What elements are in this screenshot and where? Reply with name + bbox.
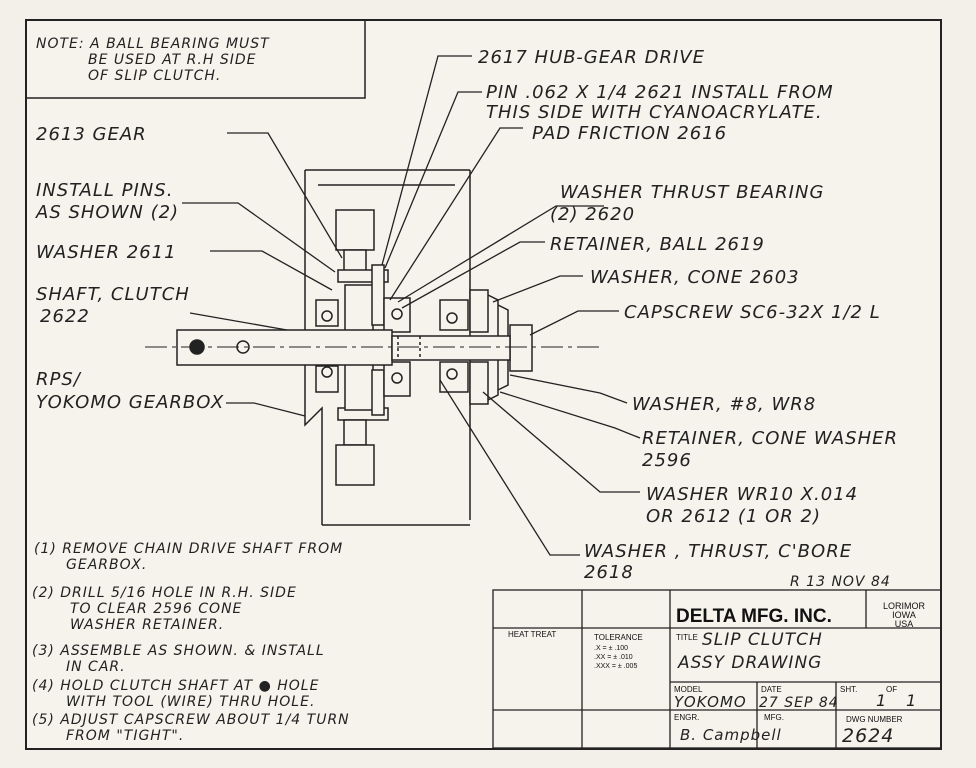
label-install-pins-2: AS SHOWN (2) xyxy=(35,202,179,223)
step-4-line-1: (4) HOLD CLUTCH SHAFT AT ● HOLE xyxy=(32,678,319,694)
note-line-2: BE USED AT R.H SIDE xyxy=(88,52,256,68)
location-line-3: USA xyxy=(895,619,914,629)
sheet-value: 1 xyxy=(876,691,887,710)
location-line-1: LORIMOR xyxy=(883,601,926,611)
date-label: DATE xyxy=(761,685,782,694)
label-shaft-1: SHAFT, CLUTCH xyxy=(36,284,190,305)
tolerance-label: TOLERANCE xyxy=(594,633,643,642)
step-2-line-3: WASHER RETAINER. xyxy=(70,617,224,633)
step-1-line-1: (1) REMOVE CHAIN DRIVE SHAFT FROM xyxy=(34,541,343,557)
mfg-label: MFG. xyxy=(764,713,784,722)
step-3-line-2: IN CAR. xyxy=(66,659,126,675)
step-4-line-2: WITH TOOL (WIRE) THRU HOLE. xyxy=(66,694,315,710)
step-1-line-2: GEARBOX. xyxy=(66,557,147,573)
location-line-2: IOWA xyxy=(892,610,916,620)
title-label: TITLE xyxy=(676,633,698,642)
label-retainer-ball: RETAINER, BALL 2619 xyxy=(550,234,765,255)
label-rps-2: YOKOMO GEARBOX xyxy=(36,392,224,413)
date-value: 27 SEP 84 xyxy=(759,695,839,711)
clutch-assembly xyxy=(145,169,600,526)
model-value: YOKOMO xyxy=(674,693,747,711)
model-label: MODEL xyxy=(674,685,703,694)
step-2-line-1: (2) DRILL 5/16 HOLE IN R.H. SIDE xyxy=(32,585,297,601)
label-washer-wr10-1: WASHER WR10 X.014 xyxy=(646,484,858,505)
note-line-3: OF SLIP CLUTCH. xyxy=(88,68,221,84)
title-line-1: SLIP CLUTCH xyxy=(702,630,823,650)
label-retainer-cone-2: 2596 xyxy=(642,450,692,471)
label-washer-thrust-bearing-2: (2) 2620 xyxy=(550,204,635,225)
engr-label: ENGR. xyxy=(674,713,699,722)
label-washer-8: WASHER, #8, WR8 xyxy=(632,394,816,415)
leader-lines xyxy=(182,55,641,556)
tolerance-3: .XXX = ± .005 xyxy=(594,663,637,670)
sheet-label: SHT. xyxy=(840,685,857,694)
title-block-text: DELTA MFG. INC. LORIMOR IOWA USA HEAT TR… xyxy=(508,601,925,747)
label-washer-thrust-bearing-1: WASHER THRUST BEARING xyxy=(560,182,824,203)
step-3-line-1: (3) ASSEMBLE AS SHOWN. & INSTALL xyxy=(32,643,325,659)
label-gear: 2613 GEAR xyxy=(36,124,147,145)
assembly-steps: (1) REMOVE CHAIN DRIVE SHAFT FROM GEARBO… xyxy=(32,541,350,744)
revision-note: R 13 NOV 84 xyxy=(790,574,891,590)
label-rps-1: RPS/ xyxy=(36,369,82,390)
label-washer-cbore-1: WASHER , THRUST, C'BORE xyxy=(584,541,852,562)
label-capscrew: CAPSCREW SC6-32X 1/2 L xyxy=(624,302,881,323)
step-2-line-2: TO CLEAR 2596 CONE xyxy=(70,601,242,617)
of-label: OF xyxy=(886,685,897,694)
title-line-2: ASSY DRAWING xyxy=(677,653,822,673)
tolerance-1: .X = ± .100 xyxy=(594,645,628,652)
step-5-line-1: (5) ADJUST CAPSCREW ABOUT 1/4 TURN xyxy=(32,712,350,728)
tolerance-2: .XX = ± .010 xyxy=(594,654,633,661)
company-name: DELTA MFG. INC. xyxy=(676,606,832,627)
heat-treat-label: HEAT TREAT xyxy=(508,630,556,639)
label-washer-cbore-2: 2618 xyxy=(584,562,634,583)
note-line-1: NOTE: A BALL BEARING MUST xyxy=(36,36,270,52)
label-pin-line-2: THIS SIDE WITH CYANOACRYLATE. xyxy=(486,102,823,123)
dwg-label: DWG NUMBER xyxy=(846,715,903,724)
label-washer-cone: WASHER, CONE 2603 xyxy=(590,267,800,288)
step-5-line-2: FROM "TIGHT". xyxy=(66,728,184,744)
label-shaft-2: 2622 xyxy=(40,306,90,327)
of-value: 1 xyxy=(906,691,917,710)
label-pin-line-1: PIN .062 X 1/4 2621 INSTALL FROM xyxy=(486,82,834,103)
label-pad-friction: PAD FRICTION 2616 xyxy=(532,123,727,144)
label-retainer-cone-1: RETAINER, CONE WASHER xyxy=(642,428,898,449)
label-washer-wr10-2: OR 2612 (1 OR 2) xyxy=(646,506,821,527)
label-install-pins-1: INSTALL PINS. xyxy=(36,180,173,201)
title-block xyxy=(492,589,942,749)
part-labels: 2617 HUB-GEAR DRIVE PIN .062 X 1/4 2621 … xyxy=(35,47,898,590)
label-hub-gear: 2617 HUB-GEAR DRIVE xyxy=(478,47,705,68)
dwg-number: 2624 xyxy=(842,725,894,747)
note-box: NOTE: A BALL BEARING MUST BE USED AT R.H… xyxy=(26,20,366,99)
engr-signature: B. Campbell xyxy=(680,726,782,744)
label-washer-2611: WASHER 2611 xyxy=(36,242,177,263)
